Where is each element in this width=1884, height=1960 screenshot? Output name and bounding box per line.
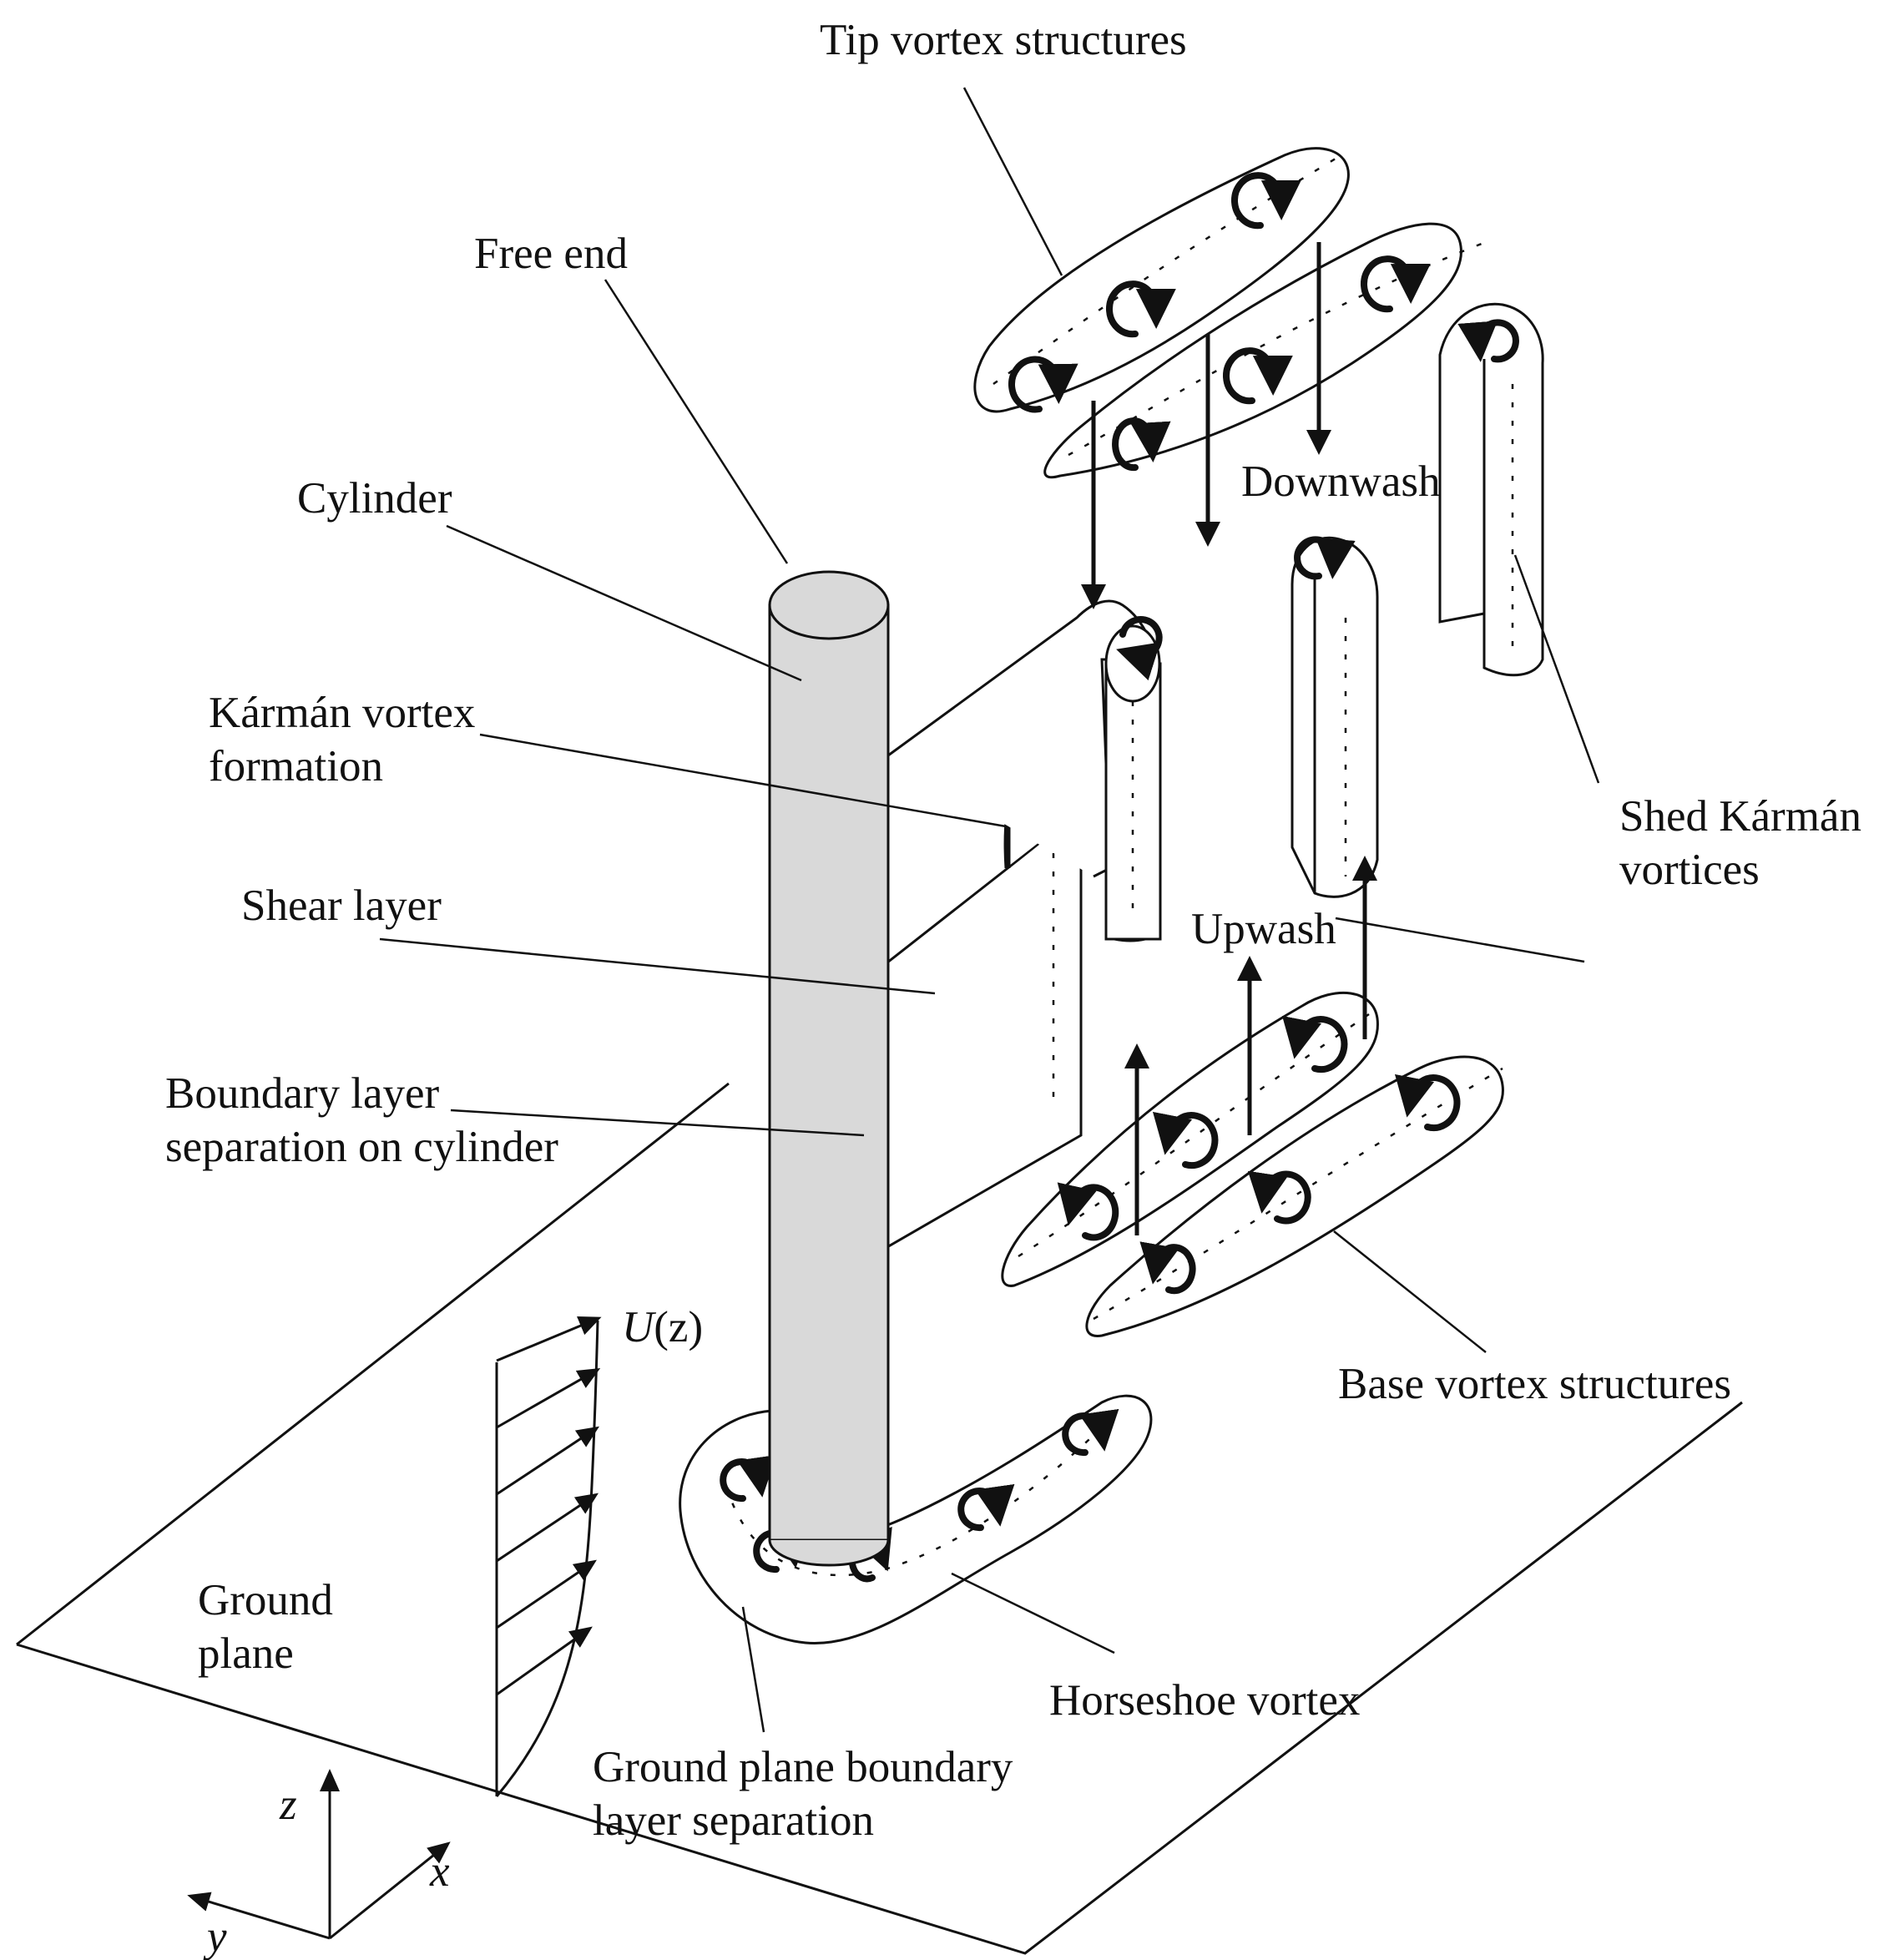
label-ground-sep-line2: layer separation (593, 1796, 874, 1845)
label-tip-vortex: Tip vortex structures (820, 16, 1187, 64)
axis-z-label: z (280, 1781, 297, 1829)
leader-lines (379, 87, 1600, 1733)
label-shear-layer: Shear layer (241, 881, 442, 930)
label-free-end: Free end (474, 230, 628, 278)
label-boundary-sep-line1: Boundary layer (165, 1069, 440, 1118)
label-uz-symbol: U (622, 1303, 654, 1351)
label-karman-formation: Kármán vortex formation (209, 686, 475, 793)
velocity-profile (495, 1316, 602, 1797)
label-boundary-sep: Boundary layer separation on cylinder (165, 1067, 558, 1174)
coordinate-axes (187, 1769, 451, 1940)
label-shed-karman: Shed Kármán vortices (1619, 790, 1861, 897)
label-downwash: Downwash (1241, 457, 1441, 506)
label-ground-plane-line1: Ground (198, 1576, 333, 1624)
label-horseshoe: Horseshoe vortex (1049, 1676, 1361, 1725)
ground-plane (16, 1082, 1743, 1955)
label-ground-sep: Ground plane boundary layer separation (593, 1740, 1013, 1847)
downwash-arrows (1081, 242, 1331, 609)
axis-y-label: y (207, 1912, 227, 1960)
label-karman-formation-line1: Kármán vortex (209, 689, 476, 737)
label-velocity-profile: U(z) (622, 1301, 703, 1354)
label-shed-karman-line1: Shed Kármán (1619, 792, 1861, 841)
label-cylinder: Cylinder (297, 474, 452, 523)
label-ground-plane-line2: plane (198, 1629, 294, 1678)
label-ground-sep-line1: Ground plane boundary (593, 1743, 1013, 1791)
axis-x-label: x (430, 1847, 450, 1896)
cylinder (768, 570, 890, 1567)
label-karman-formation-line2: formation (209, 742, 383, 791)
label-base-vortex: Base vortex structures (1338, 1360, 1731, 1408)
label-shed-karman-line2: vortices (1619, 846, 1760, 894)
upwash-arrows (1124, 856, 1377, 1235)
label-ground-plane: Ground plane (198, 1574, 333, 1680)
tip-vortex-structures (973, 147, 1487, 479)
label-uz-arg: (z) (654, 1303, 704, 1351)
horseshoe-vortex (679, 1394, 1153, 1645)
shed-karman-far (1438, 302, 1544, 677)
shed-karman-mid (1291, 536, 1379, 898)
base-vortex-structures (1001, 991, 1504, 1337)
label-upwash: Upwash (1191, 905, 1336, 953)
shed-karman-near (887, 599, 1163, 942)
label-boundary-sep-line2: separation on cylinder (165, 1123, 558, 1171)
